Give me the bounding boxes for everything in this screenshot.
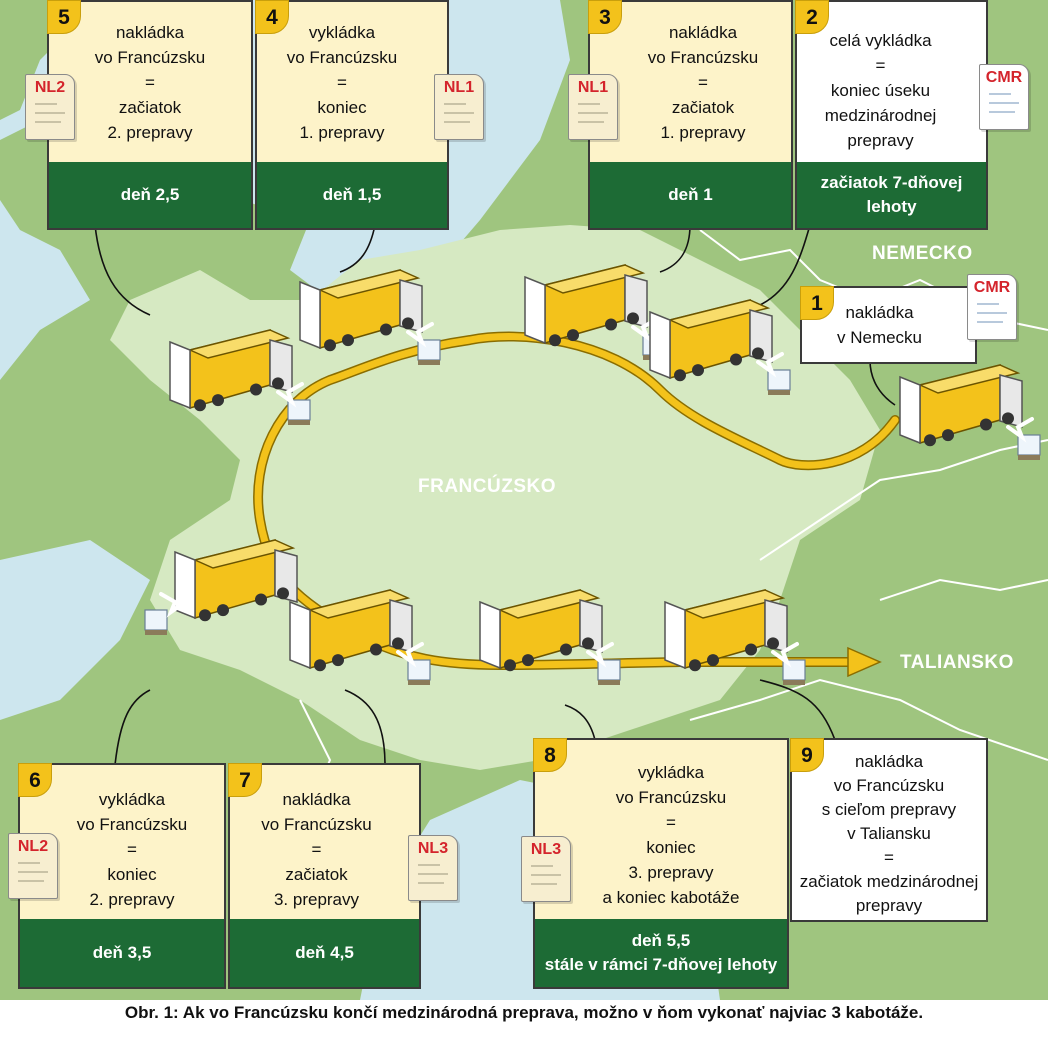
pallet-icon [144, 609, 168, 635]
figure-caption: Obr. 1: Ak vo Francúzsku končí medzináro… [124, 1003, 924, 1022]
step-number: 8 [533, 738, 567, 772]
step-6-box: 6 vykládka vo Francúzsku = koniec 2. pre… [8, 763, 226, 989]
callout-line-8 [564, 704, 596, 741]
step-number: 5 [47, 0, 81, 34]
truck-icon [299, 269, 441, 365]
truck-icon [144, 539, 298, 635]
document-label: NL2 [17, 838, 49, 855]
step-text: nakládka vo Francúzsku = začiatok 2. pre… [94, 23, 206, 142]
border-alps [879, 578, 1048, 601]
step-number: 9 [790, 738, 824, 772]
document-label: NL1 [577, 79, 609, 96]
step-footer: začiatok 7-dňovej lehoty [797, 162, 986, 228]
document-icon: NL2 [8, 833, 58, 899]
step-footer: deň 2,5 [49, 162, 251, 228]
document-icon: NL3 [521, 836, 571, 902]
document-icon: CMR [979, 64, 1029, 130]
country-label-italy: TALIANSKO [900, 652, 1014, 673]
callout-line-4 [339, 224, 376, 273]
truck-icon [289, 589, 431, 685]
step-5-box: 5 nakládka vo Francúzsku = začiatok 2. p… [25, 0, 253, 230]
step-text: celá vykládka = koniec úseku medzinárodn… [824, 31, 937, 150]
document-icon: NL2 [25, 74, 75, 140]
step-number: 3 [588, 0, 622, 34]
step-footer: deň 1,5 [257, 162, 447, 228]
step-2-box: 2 celá vykládka = koniec úseku medzináro… [795, 0, 1029, 230]
step-3-box: 3 nakládka vo Francúzsku = začiatok 1. p… [568, 0, 793, 230]
step-4-box: 4 vykládka vo Francúzsku = koniec 1. pre… [255, 0, 484, 230]
step-text: nakládka vo Francúzsku s cieľom prepravy… [799, 752, 979, 915]
step-9-box: 9 nakládka vo Francúzsku s cieľom prepra… [790, 738, 988, 922]
step-number: 7 [228, 763, 262, 797]
move-arrow-icon [276, 382, 304, 408]
move-arrow-icon [1006, 417, 1034, 443]
step-footer: deň 4,5 [230, 919, 419, 987]
document-label: NL1 [443, 79, 475, 96]
move-arrow-icon [756, 352, 784, 378]
document-icon: CMR [967, 274, 1017, 340]
step-footer: deň 5,5 stále v rámci 7-dňovej lehoty [535, 919, 787, 987]
document-label: CMR [973, 279, 1011, 296]
border-east [759, 439, 1048, 561]
step-footer: deň 1 [590, 162, 791, 228]
diagram-stage: NEMECKO FRANCÚZSKO TALIANSKO 5 nakládka … [0, 0, 1048, 1000]
callout-line-3 [659, 224, 691, 273]
route-line [254, 333, 899, 669]
move-arrow-icon [586, 642, 614, 668]
route [253, 331, 900, 678]
document-label: CMR [985, 69, 1023, 86]
document-label: NL3 [530, 841, 562, 858]
move-arrow-icon [771, 642, 799, 668]
step-number: 4 [255, 0, 289, 34]
move-arrow-icon [406, 322, 434, 348]
border-south-east [689, 678, 1048, 761]
callout-line-9 [759, 679, 836, 741]
callout-line-5 [94, 224, 151, 316]
step-text: vykládka vo Francúzsku = koniec 3. prepr… [602, 763, 740, 907]
step-number: 1 [800, 286, 834, 320]
document-label: NL3 [417, 840, 449, 857]
callout-line-6 [114, 689, 151, 766]
step-8-box: 8 vykládka vo Francúzsku = koniec 3. pre… [521, 738, 789, 989]
truck-icon [169, 329, 311, 425]
step-1-box: 1 nakládka v Nemecku CMR [800, 274, 1017, 364]
document-label: NL2 [34, 79, 66, 96]
callout-lines [94, 224, 896, 766]
document-icon: NL3 [408, 835, 458, 901]
callout-line-1 [869, 359, 896, 406]
country-label-france: FRANCÚZSKO [418, 476, 556, 497]
truck-icon [649, 299, 791, 395]
route-arrow-head [847, 646, 882, 678]
step-text: nakládka v Nemecku [836, 303, 923, 347]
step-text: nakládka vo Francúzsku = začiatok 3. pre… [261, 790, 372, 909]
step-number: 6 [18, 763, 52, 797]
ocean-west [0, 540, 150, 720]
step-text: nakládka vo Francúzsku = začiatok 1. pre… [647, 23, 759, 142]
country-label-germany: NEMECKO [872, 243, 973, 264]
move-arrow-icon [396, 642, 424, 668]
step-text: vykládka vo Francúzsku = koniec 2. prepr… [76, 790, 188, 909]
truck-icon [899, 364, 1041, 460]
trucks-layer [144, 264, 1041, 685]
truck-icon [664, 589, 806, 685]
document-icon: NL1 [568, 74, 618, 140]
step-footer: deň 3,5 [20, 919, 224, 987]
callout-line-7 [344, 689, 386, 766]
document-icon: NL1 [434, 74, 484, 140]
step-7-box: 7 nakládka vo Francúzsku = začiatok 3. p… [228, 763, 458, 989]
truck-icon [479, 589, 621, 685]
step-text: vykládka vo Francúzsku = koniec 1. prepr… [286, 23, 398, 142]
move-arrow-icon [159, 592, 187, 618]
step-number: 2 [795, 0, 829, 34]
callout-line-2 [759, 224, 811, 306]
